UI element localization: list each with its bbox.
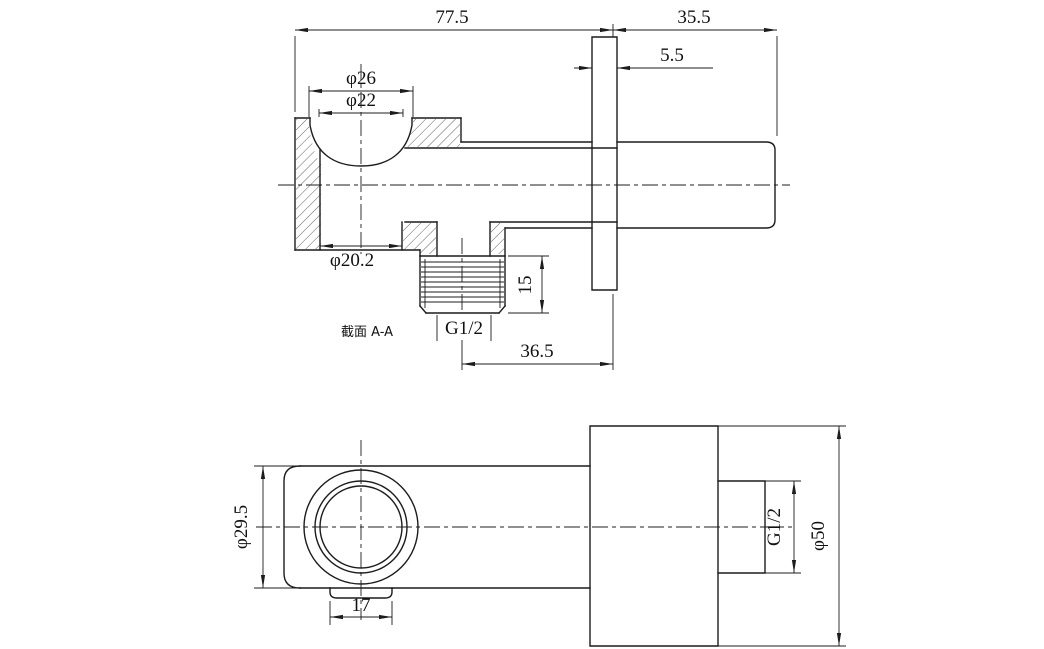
dim-outlet-thread: G1/2 <box>445 318 483 339</box>
front-view: φ29.5 17 G1/2 φ50 <box>231 425 846 647</box>
dim-outlet-width: 17 <box>352 595 371 616</box>
pipe-through-flange <box>591 147 618 223</box>
thread-root-edges <box>424 259 501 308</box>
pipe-stub <box>616 141 776 229</box>
section-caption: 截面 A-A <box>341 325 393 340</box>
hatch-outlet-wall <box>491 223 504 254</box>
hatch-left-wall <box>296 119 321 249</box>
front-dimensions: φ29.5 17 G1/2 φ50 <box>231 425 846 647</box>
section-dimensions: 77.5 35.5 5.5 φ26 φ22 φ20.2 15 <box>294 7 778 370</box>
hatch-right-upper <box>405 119 460 147</box>
ext-outlet-width <box>329 601 393 625</box>
dim-stub-length: 35.5 <box>677 7 710 28</box>
section-hatching <box>296 119 504 254</box>
thread-bottom-chamfer <box>419 305 506 314</box>
ext-outlet-thread <box>436 315 492 341</box>
wall-flange <box>591 36 618 291</box>
dim-flange-thickness: 5.5 <box>660 45 684 66</box>
dim-outlet-offset: 36.5 <box>520 341 553 362</box>
section-view: 77.5 35.5 5.5 φ26 φ22 φ20.2 15 <box>278 7 790 370</box>
body-outline <box>294 36 776 291</box>
front-body-left-cap <box>283 465 301 589</box>
dim-flange-dia: φ50 <box>808 521 829 551</box>
centerlines <box>278 64 790 312</box>
holder-boss-outer-circle <box>303 469 419 585</box>
dim-stub-thread: G1/2 <box>764 508 785 546</box>
ext-overall-length <box>294 24 614 112</box>
outlet-inner-walls <box>436 221 491 257</box>
front-outlet-tab <box>329 587 393 599</box>
front-stub <box>717 480 766 574</box>
dim-seat-inner-dia: φ22 <box>346 90 376 111</box>
front-flange <box>589 425 719 647</box>
dim-thread-length: 15 <box>515 276 536 295</box>
dim-seat-outer-dia: φ26 <box>346 68 376 89</box>
dim-body-dia: φ29.5 <box>231 505 252 549</box>
thread-major-edges <box>419 255 506 307</box>
ext-flange-dia <box>718 425 846 647</box>
thread-outline <box>419 255 506 314</box>
holder-boss-rim-circle <box>314 480 408 574</box>
hatch-right-lower <box>403 223 436 254</box>
front-centerlines <box>256 440 792 620</box>
dim-overall-length: 77.5 <box>435 7 468 28</box>
dim-bore-dia: φ20.2 <box>330 250 374 271</box>
thread-crests <box>421 261 504 303</box>
seat-cup-profile <box>309 117 413 167</box>
holder-boss-inner-circle <box>319 485 403 569</box>
